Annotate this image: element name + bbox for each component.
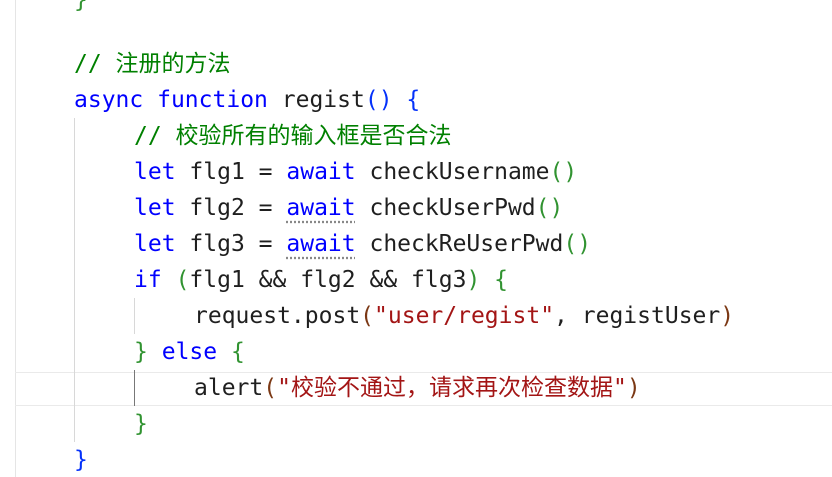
code-line: } xyxy=(134,406,148,442)
parens: () xyxy=(535,195,564,221)
keyword-if: if xyxy=(134,267,162,293)
current-line-highlight xyxy=(15,372,832,406)
keyword-function: function xyxy=(157,87,268,113)
code-line: let flg1 = await checkUsername() xyxy=(134,154,577,190)
function-call: checkReUserPwd xyxy=(369,231,564,257)
gutter-divider xyxy=(15,0,16,477)
string-literal: "user/regist" xyxy=(374,303,555,329)
operator: = xyxy=(258,231,273,257)
brace: } xyxy=(134,411,148,437)
function-name: regist xyxy=(281,87,365,113)
code-line: } xyxy=(74,442,88,477)
comma: , xyxy=(554,303,568,329)
comment: // 校验所有的输入框是否合法 xyxy=(134,123,452,149)
operator: = xyxy=(258,195,273,221)
code-line: } xyxy=(74,0,88,18)
brace: { xyxy=(406,87,421,113)
keyword-async: async xyxy=(74,87,144,113)
paren-close: ) xyxy=(720,303,735,329)
operator: = xyxy=(258,159,273,185)
code-line: let flg3 = await checkReUserPwd() xyxy=(134,226,591,262)
keyword-await: await xyxy=(286,159,356,185)
code-line: if (flg1 && flg2 && flg3) { xyxy=(134,262,508,298)
function-call: alert xyxy=(194,375,264,401)
code-line: // 注册的方法 xyxy=(74,46,231,82)
indent-guide xyxy=(74,118,75,442)
code-line: async function regist() { xyxy=(74,82,420,118)
variable: flg2 xyxy=(300,267,356,293)
function-call: checkUserPwd xyxy=(369,195,536,221)
keyword-await: await xyxy=(286,231,356,257)
keyword-let: let xyxy=(134,195,176,221)
parens: () xyxy=(364,87,393,113)
keyword-else: else xyxy=(161,339,218,365)
code-line: let flg2 = await checkUserPwd() xyxy=(134,190,563,226)
keyword-let: let xyxy=(134,231,176,257)
comment: // 注册的方法 xyxy=(74,51,231,77)
variable: flg3 xyxy=(411,267,467,293)
indent-guide-active xyxy=(134,370,135,406)
function-call: checkUsername xyxy=(369,159,550,185)
indent-guide xyxy=(134,298,135,334)
function-call: request.post xyxy=(194,303,361,329)
paren-open: ( xyxy=(175,267,190,293)
brace: } xyxy=(134,339,148,365)
code-line-current[interactable]: alert("校验不通过，请求再次检查数据") xyxy=(194,370,641,406)
string-literal: "校验不通过，请求再次检查数据" xyxy=(277,375,627,401)
variable: flg1 xyxy=(189,159,245,185)
paren-close: ) xyxy=(466,267,481,293)
code-line: // 校验所有的输入框是否合法 xyxy=(134,118,452,154)
argument: registUser xyxy=(581,303,721,329)
brace: } xyxy=(74,0,88,13)
parens: () xyxy=(563,231,592,257)
keyword-await: await xyxy=(286,195,356,221)
brace: { xyxy=(494,267,509,293)
paren-open: ( xyxy=(263,375,278,401)
variable: flg2 xyxy=(189,195,245,221)
operator: && xyxy=(258,267,287,293)
keyword-let: let xyxy=(134,159,176,185)
code-line: request.post("user/regist", registUser) xyxy=(194,298,734,334)
brace: { xyxy=(230,339,245,365)
code-line: } else { xyxy=(134,334,245,370)
variable: flg3 xyxy=(189,231,245,257)
brace: } xyxy=(74,447,88,473)
parens: () xyxy=(549,159,578,185)
paren-close: ) xyxy=(626,375,641,401)
operator: && xyxy=(369,267,398,293)
variable: flg1 xyxy=(189,267,245,293)
paren-open: ( xyxy=(360,303,375,329)
